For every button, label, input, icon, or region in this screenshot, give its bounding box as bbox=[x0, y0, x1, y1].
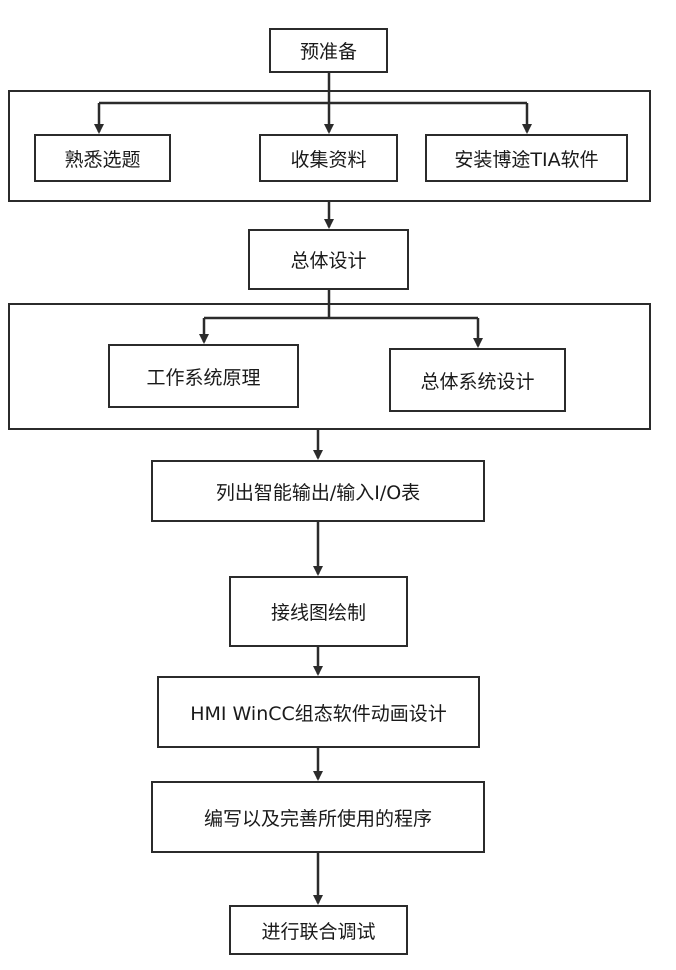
node-overall: 总体设计 bbox=[248, 229, 409, 290]
node-hmi: HMI WinCC组态软件动画设计 bbox=[157, 676, 480, 748]
node-sysdesign: 总体系统设计 bbox=[389, 348, 566, 412]
node-collect: 收集资料 bbox=[259, 134, 398, 182]
node-topic: 熟悉选题 bbox=[34, 134, 171, 182]
node-debug: 进行联合调试 bbox=[229, 905, 408, 955]
node-prep: 预准备 bbox=[269, 28, 388, 73]
node-wiring: 接线图绘制 bbox=[229, 576, 408, 647]
node-program: 编写以及完善所使用的程序 bbox=[151, 781, 485, 853]
node-principle: 工作系统原理 bbox=[108, 344, 299, 408]
node-io: 列出智能输出/输入I/O表 bbox=[151, 460, 485, 522]
group-overall-design bbox=[8, 303, 651, 430]
node-install: 安装博途TIA软件 bbox=[425, 134, 628, 182]
group-preparation bbox=[8, 90, 651, 202]
